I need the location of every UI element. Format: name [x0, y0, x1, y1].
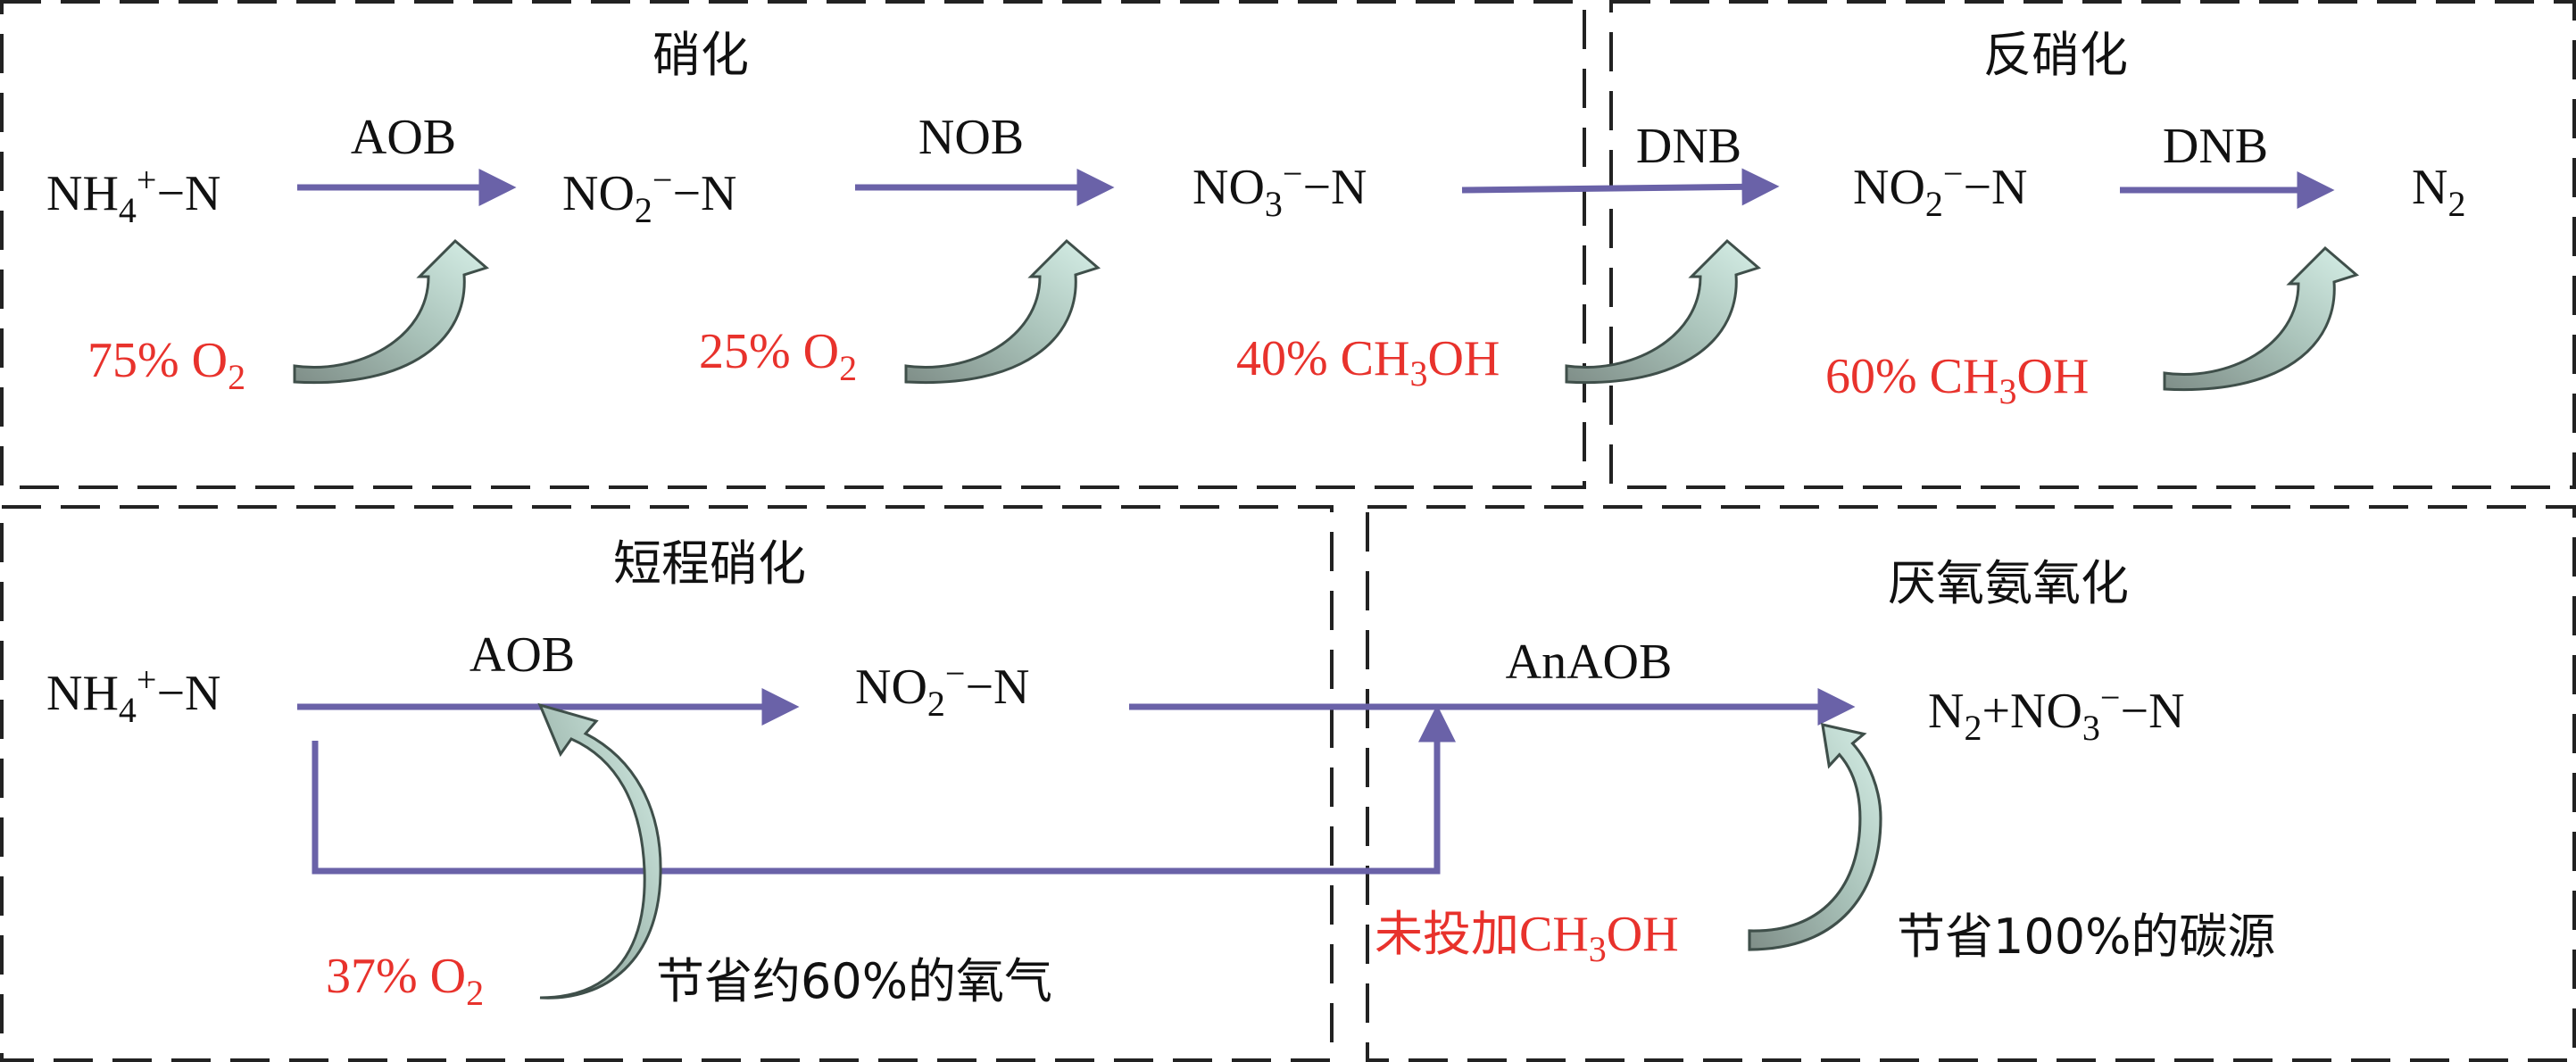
curved-feed-arrow: [537, 702, 662, 1000]
note-oxygen-saving: 节省约60%的氧气: [656, 953, 1052, 1009]
species-anammox-product: N2+NO3−−N: [1928, 677, 2185, 748]
species-ammonium: NH4+−N: [46, 160, 220, 230]
input-oxygen-75: 75% O2: [87, 333, 245, 397]
input-oxygen-37: 37% O2: [326, 949, 484, 1013]
denitrification-box: [1609, 0, 2576, 489]
section-title-nitrification: 硝化: [652, 27, 749, 83]
curved-feed-arrow: [1565, 238, 1762, 385]
bypass-flow-arrow: [312, 704, 1456, 875]
note-carbon-saving: 节省100%的碳源: [1897, 909, 2275, 965]
curved-feed-arrow: [293, 238, 490, 385]
section-title-anammox: 厌氧氨氧化: [1888, 555, 2129, 611]
anammox-box: [1366, 505, 2576, 1062]
input-no-methanol: 未投加CH3OH: [1375, 906, 1679, 969]
input-oxygen-25: 25% O2: [699, 324, 857, 388]
species-nitrite-denit: NO2−−N: [1853, 153, 2027, 224]
curved-feed-arrow: [2163, 245, 2360, 392]
shortcut-nitrification-box: [0, 505, 1334, 1062]
curved-feed-arrow: [1748, 722, 1882, 951]
curved-feed-arrow: [904, 238, 1101, 385]
bacteria-label-dnb-2: DNB: [2163, 119, 2268, 174]
nitrification-box: [0, 0, 1586, 489]
species-nitrite-shortcut: NO2−−N: [855, 653, 1029, 724]
bacteria-label-anaob: AnAOB: [1506, 635, 1673, 690]
input-methanol-60: 60% CH3OH: [1825, 349, 2089, 411]
species-nitrate: NO3−−N: [1192, 153, 1367, 224]
bacteria-label-aob: AOB: [351, 110, 456, 165]
section-title-shortcut-nitrification: 短程硝化: [613, 535, 806, 592]
species-nitrogen-gas: N2: [2412, 160, 2465, 224]
bacteria-label-aob-shortcut: AOB: [469, 627, 575, 683]
flow-arrow: [1461, 168, 1780, 206]
section-title-denitrification: 反硝化: [1983, 27, 2128, 83]
species-nitrite: NO2−−N: [562, 160, 736, 230]
species-ammonium-shortcut: NH4+−N: [46, 660, 220, 730]
bacteria-label-dnb-1: DNB: [1636, 119, 1741, 174]
input-methanol-40: 40% CH3OH: [1236, 331, 1500, 394]
bacteria-label-nob: NOB: [918, 110, 1024, 165]
